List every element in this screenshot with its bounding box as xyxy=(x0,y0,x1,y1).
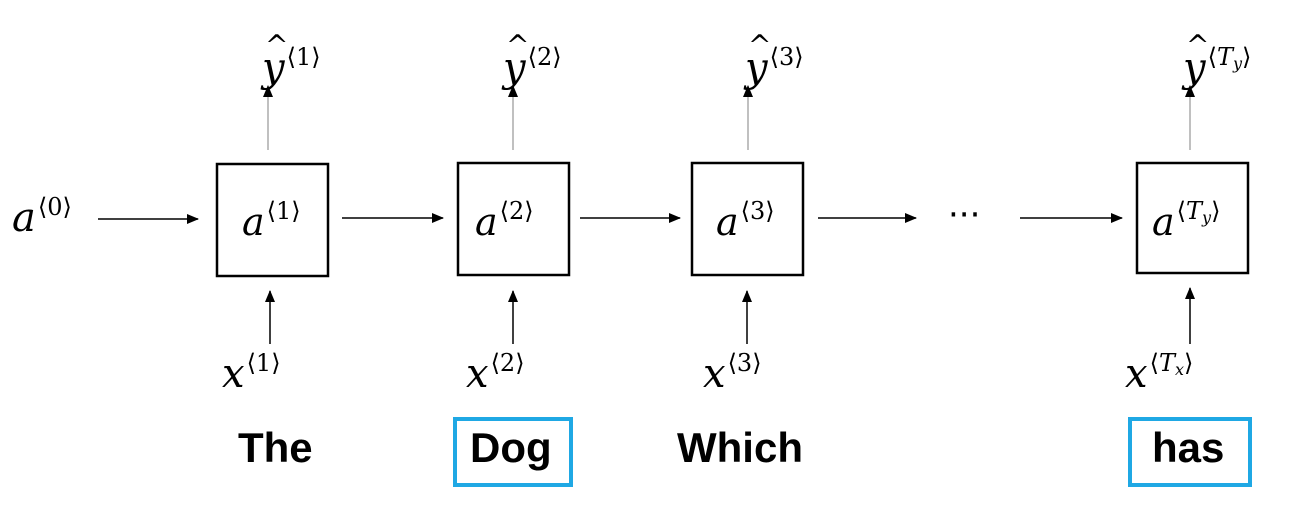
cell-1-base: a xyxy=(242,200,265,244)
word-1: The xyxy=(238,424,313,471)
output-4-label: y^⟨Ty⟩ xyxy=(1183,32,1251,91)
output-1-letter: y xyxy=(262,45,285,91)
output-4-base: y^ xyxy=(1183,32,1209,91)
word-3: Which xyxy=(677,424,803,471)
output-1-label: y^⟨1⟩ xyxy=(262,32,321,91)
output-1-hat: ^ xyxy=(265,29,289,62)
output-3-base: y^ xyxy=(745,32,771,91)
output-3-hat: ^ xyxy=(748,29,772,62)
rnn-cell-3 xyxy=(690,161,805,277)
output-4-letter: y xyxy=(1183,45,1206,91)
input-3-label: x⟨3⟩ xyxy=(703,351,762,397)
output-4-hat: ^ xyxy=(1186,29,1210,62)
cell-4-label: a⟨Ty⟩ xyxy=(1152,199,1220,244)
cell-2-label: a⟨2⟩ xyxy=(475,199,534,244)
input-4-base: x xyxy=(1125,351,1148,397)
output-4-sup: ⟨Ty⟩ xyxy=(1207,43,1252,73)
input-4-sup-close: ⟩ xyxy=(1183,349,1194,377)
cell-3-base: a xyxy=(716,200,739,244)
highlight-box-word-4 xyxy=(1128,417,1252,487)
word-4: has xyxy=(1152,424,1225,471)
rnn-cell-4 xyxy=(1135,161,1250,275)
word-2: Dog xyxy=(470,424,552,471)
output-2-base: y^ xyxy=(503,32,529,91)
cell-2-sup: ⟨2⟩ xyxy=(499,197,534,225)
output-2-label: y^⟨2⟩ xyxy=(503,32,562,91)
output-3-sup: ⟨3⟩ xyxy=(769,43,804,71)
input-1-base: x xyxy=(222,351,245,397)
input-3-sup: ⟨3⟩ xyxy=(727,349,762,377)
rnn-cell-1 xyxy=(215,162,330,278)
cell-1-sup: ⟨1⟩ xyxy=(266,197,301,225)
cell-4-sup-sub: y xyxy=(1202,208,1212,227)
input-1-sup: ⟨1⟩ xyxy=(246,349,281,377)
input-2-base: x xyxy=(466,351,489,397)
cell-1-label: a⟨1⟩ xyxy=(242,199,301,244)
output-3-label: y^⟨3⟩ xyxy=(745,32,804,91)
output-2-letter: y xyxy=(503,45,526,91)
input-4-sup: ⟨Tx⟩ xyxy=(1149,349,1194,379)
input-4-sup-open: ⟨ xyxy=(1149,349,1159,377)
input-4-sup-sub: x xyxy=(1174,360,1184,379)
cell-3-sup: ⟨3⟩ xyxy=(740,197,775,225)
cell-4-sup-open: ⟨ xyxy=(1176,197,1187,225)
rnn-cell-2 xyxy=(456,161,571,277)
input-4-sup-t: T xyxy=(1158,349,1175,377)
output-2-sup: ⟨2⟩ xyxy=(527,43,562,71)
output-1-sup: ⟨1⟩ xyxy=(286,43,321,71)
initial-state-sup: ⟨0⟩ xyxy=(37,193,72,221)
input-1-label: x⟨1⟩ xyxy=(222,351,281,397)
ellipsis: ··· xyxy=(948,195,981,235)
output-4-sup-open: ⟨ xyxy=(1207,43,1217,71)
cell-4-sup-t: T xyxy=(1186,197,1203,225)
input-3-base: x xyxy=(703,351,726,397)
cell-2-base: a xyxy=(475,200,498,244)
output-4-sup-sub: y xyxy=(1233,54,1243,73)
cell-3-label: a⟨3⟩ xyxy=(716,199,775,244)
input-4-label: x⟨Tx⟩ xyxy=(1125,351,1193,397)
output-3-letter: y xyxy=(745,45,768,91)
initial-state-base: a xyxy=(12,195,36,241)
initial-state-label: a⟨0⟩ xyxy=(12,195,72,241)
output-2-hat: ^ xyxy=(506,29,530,62)
cell-4-base: a xyxy=(1152,200,1175,244)
cell-4-sup-close: ⟩ xyxy=(1211,197,1221,225)
input-2-sup: ⟨2⟩ xyxy=(490,349,525,377)
highlight-box-word-2 xyxy=(453,417,573,487)
output-1-base: y^ xyxy=(262,32,288,91)
output-4-sup-close: ⟩ xyxy=(1242,43,1252,71)
input-2-label: x⟨2⟩ xyxy=(466,351,525,397)
output-4-sup-t: T xyxy=(1216,43,1233,71)
cell-4-sup: ⟨Ty⟩ xyxy=(1176,197,1221,227)
